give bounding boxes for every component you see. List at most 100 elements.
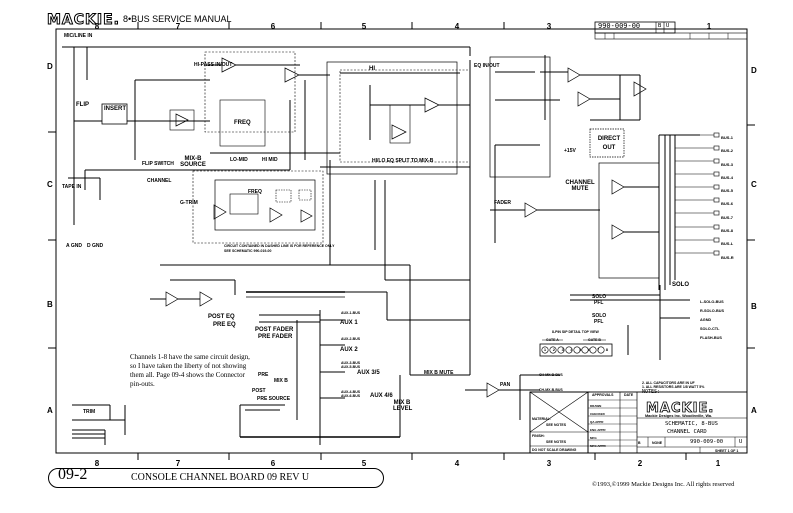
title-block-sheet: SHEET 1 OF 1 [715,449,739,453]
aux-output-label: AUX-5-BUS [341,365,361,369]
column-label-3-bottom: 3 [546,459,552,468]
label-mix-b-source: MIX-B SOURCE [180,156,206,168]
sip-pin: 2 [552,347,555,352]
label-aux-35: AUX 3/5 [357,370,380,376]
label-post-fader: POST FADER [255,327,294,333]
solo-output-label: AGND [700,318,712,322]
column-label-6-top: 6 [270,22,276,31]
label-mic-line-in: MIC/LINE IN [64,33,93,39]
column-label-8-top: 8 [94,22,100,31]
label-mix-b-level: MIX B LEVEL [393,400,413,412]
title-block-size: B [638,441,641,445]
mix-output-label: CH-MX-B-BUS [539,388,563,392]
bus-output-label: BUS-4 [721,174,734,180]
label-pre-eq: PRE EQ [213,322,236,328]
bus-output-label: BUS-6 [721,201,734,207]
aux-output-label: AUX-6-BUS [341,394,361,398]
bus-output-list: BUS-1 BUS-2 BUS-3 BUS-4 BUS-5 BUS-6 BUS-… [721,131,734,264]
row-label-c-right: C [751,180,757,189]
column-label-3-top: 3 [546,22,552,31]
row-label-d-left: D [47,62,53,71]
label-insert: INSERT [104,106,127,112]
drawing-number-value: 990-009-00 [598,22,641,30]
label-aux-1: AUX 1 [340,320,358,326]
row-label-d-right: D [751,66,757,75]
title-block-finish: FINISH: [532,434,545,438]
column-label-7-bottom: 7 [175,459,181,468]
column-label-2-bottom: 2 [637,459,643,468]
page-number: 09-2 [58,466,88,483]
title-block-company: Mackie Designs Inc. Woodinville, Wa. [645,414,713,418]
title-block-title-line2: CHANNEL CARD [667,429,707,435]
label-pfl-2: PFL [594,319,604,325]
row-label-a-right: A [751,406,757,415]
column-label-1-bottom: 1 [715,459,721,468]
label-hi-pass: HI-PASS IN/OUT [194,62,233,68]
label-solo-2: SOLO [592,313,607,319]
label-pan: PAN [500,382,511,388]
solo-output-label: R-SOLO-BUS [700,309,725,313]
copyright: ©1993,©1999 Mackie Designs Inc. All righ… [592,481,735,488]
label-direct-out: DIRECT OUT [597,136,621,151]
solo-output-label: L-SOLO-BUS [700,300,724,304]
column-label-8-bottom: 8 [94,459,100,468]
footer-banner [48,468,384,488]
label-eq-in-out: EQ IN/OUT [474,63,500,69]
label-plus15v: +15V [564,148,576,154]
aux-output-label: AUX-2-BUS [341,337,361,341]
title-block-do-not-scale: DO NOT SCALE DRAWING [532,448,577,452]
label-freq: FREQ [234,120,251,126]
bus-output-label: BUS-2 [721,148,734,154]
label-see-schematic: SEE SCHEMATIC 990-019-00 [224,249,272,253]
sip-pin: 1 [543,347,547,352]
note-line-1: 1. ALL RESISTORS ARE 1/8 WATT 5% [642,385,705,389]
title-block-material: MATERIAL: [532,417,551,421]
approval-row: MFG APPR [590,444,606,448]
label-hilo-split: HI/LO EQ SPLIT TO MIX-B [372,158,434,164]
row-label-a-left: A [47,406,53,415]
bus-output-label: BUS-5 [721,188,734,194]
label-a-gnd: A GND [66,243,82,249]
approval-row: CHECKED [590,412,605,416]
title-block-approvals: APPROVALS [592,393,614,397]
sip-pin-numbers: 1 2 3 4 5 6 7 8 [541,347,611,352]
manual-title: 8•BUS SERVICE MANUAL [123,14,232,24]
title-block-see-notes-2: SEE NOTES [546,440,567,444]
label-flip-switch: FLIP SWITCH [142,161,174,167]
row-label-b-left: B [47,300,53,309]
approval-row: DRAWN [590,404,602,408]
label-post: POST [252,388,266,394]
column-label-1-top: 1 [706,22,712,31]
aux-output-label: AUX-3-BUS [341,361,361,365]
title-block-logo: MACKIE. [646,401,715,417]
row-label-c-left: C [47,180,53,189]
bus-output-label: BUS-1 [721,135,734,140]
mackie-logo: MACKIE. [47,12,120,29]
label-hi: HI [369,66,375,72]
approval-row: MFG [590,436,597,440]
label-trim: TRIM [83,409,96,415]
label-lo-mid: LO-MID [230,157,248,163]
label-gate-b: GATE B [588,338,601,342]
bus-output-label: BUS-L [721,241,734,247]
sip-pin: 6 [588,347,591,352]
label-aux-46: AUX 4/6 [370,393,393,399]
label-circuit-note: CIRCUIT CONTAINED IN DASHED LINE IS FOR … [224,244,335,248]
size-top: B [658,23,662,29]
bus-output-label: BUS-R [721,254,734,260]
label-fader: FADER [494,200,511,206]
title-block-approval-rows: DRAWN CHECKED QA APPR ENG APPR MFG MFG A… [590,402,606,450]
solo-output-list: L-SOLO-BUS R-SOLO-BUS AGND SOLO-CTL FLAS… [700,298,724,343]
label-solo-1: SOLO [592,294,607,300]
label-solo: SOLO [672,282,690,288]
bus-output-label: BUS-8 [721,228,734,234]
bus-output-label: BUS-7 [721,214,734,220]
approval-row: ENG APPR [590,428,606,432]
note-line-2: 2. ALL CAPACITORS ARE IN UF [642,381,695,385]
label-g-trim: G-TRIM [180,200,198,206]
label-flip: FLIP [76,102,89,108]
title-block-rev: U [739,439,743,445]
page-title: CONSOLE CHANNEL BOARD 09 REV U [131,472,310,483]
title-block-see-notes-1: SEE NOTES [546,423,567,427]
